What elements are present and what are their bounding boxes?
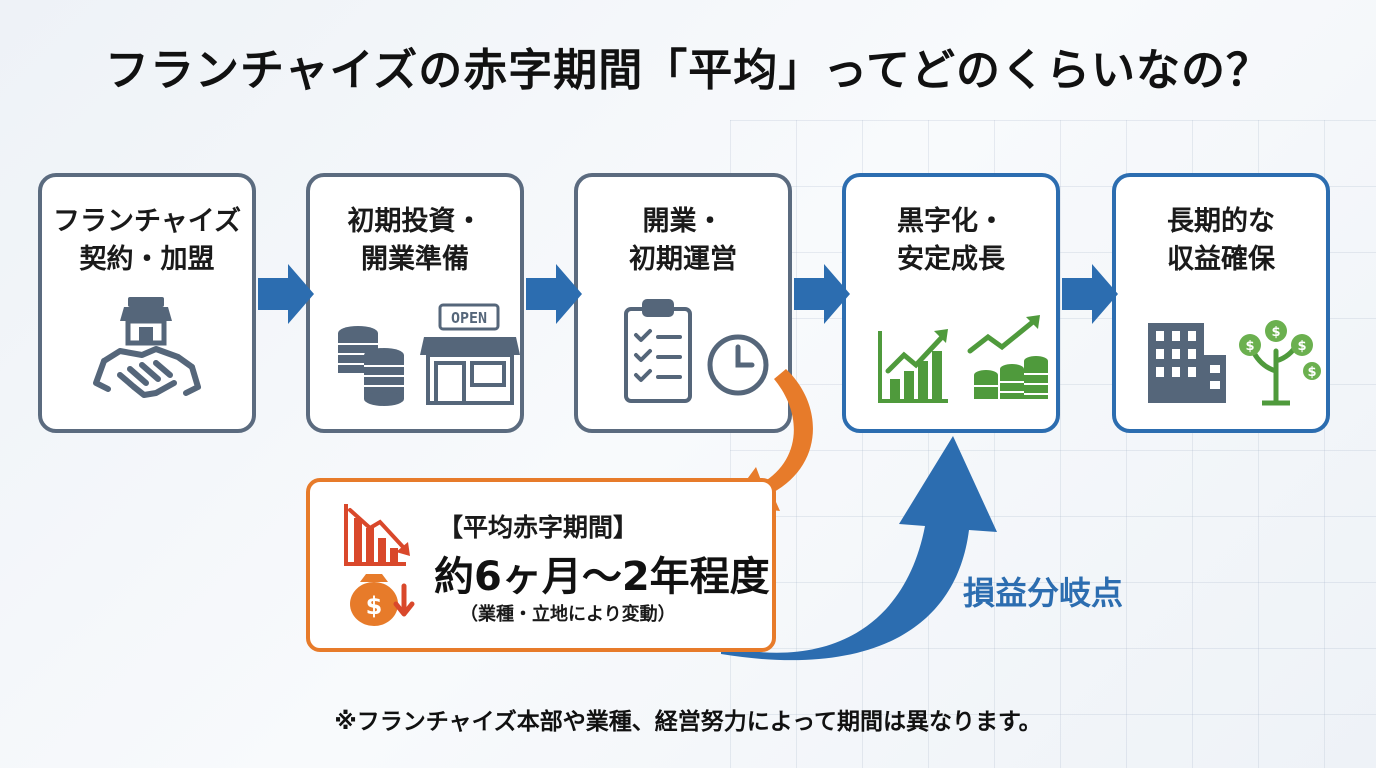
step-label-line2: 安定成長 <box>897 244 1005 275</box>
loss-period-note: （業種・立地により変動） <box>460 604 676 625</box>
breakeven-curve-arrow <box>721 436 997 661</box>
money-tree-icon: $$$$ <box>1239 320 1321 406</box>
step-long-term-profit: 長期的な 収益確保 $$$$ <box>1112 173 1330 433</box>
step-label: フランチャイズ 契約・加盟 <box>42 203 252 279</box>
step-icons: OPEN <box>310 295 520 413</box>
loss-icons: $ <box>344 504 415 626</box>
step-label: 開業・ 初期運営 <box>578 203 788 279</box>
step-label-line2: 初期運営 <box>629 244 737 275</box>
shop-icon <box>120 297 172 346</box>
growing-coins-icon <box>967 315 1048 399</box>
clipboard-checklist-icon <box>624 299 692 403</box>
handshake-icon <box>93 346 201 398</box>
loss-period-value: 約6ヶ月〜2年程度 <box>434 554 770 600</box>
svg-text:$: $ <box>1297 339 1306 354</box>
step-contract: フランチャイズ 契約・加盟 <box>38 173 256 433</box>
growth-icons <box>878 315 1048 403</box>
office-building-icon <box>1148 323 1226 403</box>
step-label-line1: 長期的な <box>1167 206 1275 237</box>
flow-arrow <box>526 264 582 324</box>
loss-period-heading: 【平均赤字期間】 <box>438 513 639 542</box>
svg-text:$: $ <box>1271 325 1280 340</box>
step-label: 黒字化・ 安定成長 <box>846 203 1056 279</box>
open-shop-icon: OPEN <box>420 303 520 405</box>
breakeven-label: 損益分岐点 <box>963 574 1124 612</box>
declining-chart-icon <box>344 504 410 566</box>
step-label-line2: 収益確保 <box>1167 244 1275 275</box>
step-label: 初期投資・ 開業準備 <box>310 203 520 279</box>
step-icons <box>578 295 788 413</box>
svg-text:$: $ <box>1307 365 1316 380</box>
page-title: フランチャイズの赤字期間「平均」ってどのくらいなの？ <box>104 45 1272 96</box>
step-initial-investment: 初期投資・ 開業準備 OPEN <box>306 173 524 433</box>
flow-arrow <box>258 264 314 324</box>
step-label-line1: 黒字化・ <box>897 206 1005 237</box>
shop-handshake-icons <box>93 297 201 398</box>
rising-bar-chart-icon <box>878 329 948 403</box>
flow-arrow <box>794 264 850 324</box>
clipboard-clock-icons <box>624 299 769 403</box>
step-label-line2: 開業準備 <box>361 244 469 275</box>
step-label: 長期的な 収益確保 <box>1116 203 1326 279</box>
footnote: ※フランチャイズ本部や業種、経営努力によって期間は異なります。 <box>334 709 1042 735</box>
svg-text:$: $ <box>1245 339 1254 354</box>
average-loss-period-box: $ 【平均赤字期間】 約6ヶ月〜2年程度 （業種・立地により変動） <box>306 478 776 652</box>
building-tree-icons: $$$$ <box>1148 320 1321 406</box>
svg-text:$: $ <box>366 592 383 620</box>
step-label-line1: 開業・ <box>642 206 724 237</box>
step-label-line1: 初期投資・ <box>347 206 483 237</box>
open-sign-text: OPEN <box>451 309 487 327</box>
step-label-line2: 契約・加盟 <box>79 244 215 275</box>
step-opening-operation: 開業・ 初期運営 <box>574 173 792 433</box>
coin-stack-icon <box>338 326 404 406</box>
step-profitability: 黒字化・ 安定成長 <box>842 173 1060 433</box>
money-bag-down-icon: $ <box>350 574 415 626</box>
step-label-line1: フランチャイズ <box>53 206 241 237</box>
clock-icon <box>707 334 769 396</box>
flow-arrow <box>1062 264 1118 324</box>
step-icons <box>846 295 1056 413</box>
step-icons: $$$$ <box>1116 295 1326 413</box>
loss-curve-arrow <box>728 369 813 511</box>
coins-openshop-icons: OPEN <box>338 303 520 406</box>
step-icons <box>42 295 252 413</box>
